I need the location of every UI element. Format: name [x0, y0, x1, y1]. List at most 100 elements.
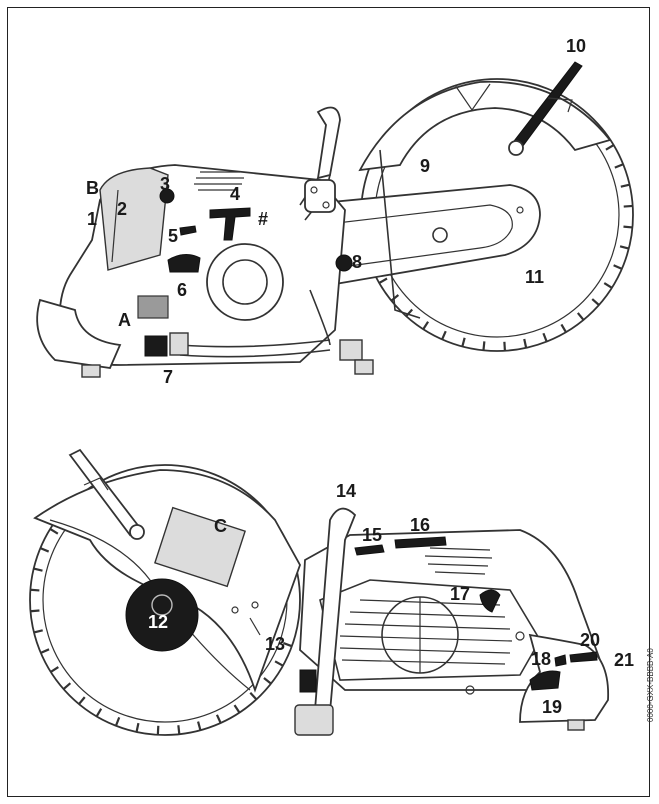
blade-tooth-notch [523, 338, 528, 349]
label-15: 15 [362, 525, 382, 545]
label-B: B [86, 178, 99, 198]
top-part-4 [209, 207, 251, 241]
bottom-guard-handle [68, 448, 145, 540]
top-starter-hub [222, 259, 268, 305]
top-arm-inner [319, 204, 513, 271]
bottom-saw-view [29, 448, 610, 736]
label-19: 19 [542, 697, 562, 717]
blade-tooth-notch [197, 721, 202, 731]
blade-tooth-notch [542, 332, 548, 343]
blade-tooth-notch [49, 528, 59, 535]
label-13: 13 [265, 634, 285, 654]
top-vents [194, 171, 244, 191]
top-lower-tube [179, 339, 331, 348]
blade-tooth-notch [62, 682, 72, 690]
blade-tooth-notch [591, 298, 600, 306]
blade-tooth-notch [274, 660, 284, 667]
bottom-part-16 [394, 536, 447, 549]
top-arm-screw [516, 206, 524, 214]
top-guard-notch [454, 83, 491, 112]
blade-tooth-notch [503, 341, 507, 351]
bottom-part-20 [569, 651, 598, 663]
top-handle-mount [304, 179, 336, 213]
top-foot [81, 364, 101, 378]
bottom-fan-grille [339, 596, 513, 674]
top-starter-cover [206, 243, 284, 321]
blade-tooth-notch [177, 725, 181, 735]
top-blade-teeth [378, 126, 633, 351]
top-labels: 10 B 3 4 2 1 # 5 9 8 6 11 A 7 [86, 36, 586, 387]
top-rear-handle [36, 298, 122, 369]
top-guard-handle [508, 61, 583, 156]
label-2: 2 [117, 199, 127, 219]
blade-tooth-notch [605, 144, 615, 151]
top-part-3 [159, 188, 175, 204]
bottom-labels: 14 16 15 C 17 13 12 20 18 21 19 [148, 481, 634, 717]
label-20: 20 [580, 630, 600, 650]
top-strut [379, 149, 421, 319]
label-9: 9 [420, 156, 430, 176]
blade-tooth-notch [114, 716, 121, 727]
blade-tooth-notch [614, 163, 624, 169]
blade-tooth-notch [623, 225, 633, 229]
bottom-vents [424, 547, 493, 575]
blade-tooth-notch [619, 245, 630, 250]
bottom-part-15 [354, 544, 385, 556]
top-front-handle [316, 106, 341, 180]
blade-tooth-notch [215, 714, 222, 724]
bottom-foot [567, 719, 585, 731]
bottom-handle-foot [294, 704, 334, 736]
label-10: 10 [566, 36, 586, 56]
bottom-front-handle [314, 507, 357, 714]
blade-tooth-notch [263, 677, 272, 685]
bottom-part-18 [554, 654, 567, 667]
blade-tooth-notch [576, 312, 585, 321]
label-A: A [118, 310, 131, 330]
blade-tooth-notch [390, 294, 400, 302]
blade-tooth-notch [33, 629, 43, 634]
blade-tooth-notch [40, 648, 50, 654]
blade-tooth-notch [378, 277, 388, 284]
bottom-part-17 [479, 589, 501, 613]
top-part-6 [167, 254, 201, 273]
bottom-part-19 [529, 670, 561, 691]
blade-tooth-notch [95, 708, 103, 717]
blade-tooth-notch [613, 264, 623, 270]
top-part-A [137, 295, 169, 319]
blade-tooth-notch [405, 308, 413, 317]
blade-tooth-notch [30, 609, 40, 613]
side-code: 0000-GXX-BBBB-A0 [646, 648, 655, 722]
label-1: 1 [87, 209, 97, 229]
blade-tooth-notch [422, 321, 430, 330]
blade-tooth-notch [283, 642, 293, 648]
bottom-part-strap [299, 669, 317, 693]
label-3: 3 [160, 174, 170, 194]
label-14: 14 [336, 481, 356, 501]
label-16: 16 [410, 515, 430, 535]
bottom-label-C [154, 506, 246, 588]
label-8: 8 [352, 252, 362, 272]
top-cutting-arm [299, 184, 541, 292]
label-5: 5 [168, 226, 178, 246]
blade-tooth-notch [441, 330, 447, 340]
blade-tooth-notch [135, 722, 140, 733]
blade-tooth-notch [233, 704, 241, 714]
top-part-7 [144, 335, 168, 357]
blade-tooth-notch [33, 567, 43, 572]
blade-tooth-notch [620, 183, 630, 188]
label-17: 17 [450, 584, 470, 604]
blade-tooth-notch [623, 204, 633, 208]
label-4: 4 [230, 184, 240, 204]
blade-tooth-notch [78, 696, 86, 705]
blade-tooth-notch [482, 341, 486, 351]
label-7: 7 [163, 367, 173, 387]
label-C: C [214, 516, 227, 536]
label-18: 18 [531, 649, 551, 669]
blade-tooth-notch [39, 547, 50, 553]
label-6: 6 [177, 280, 187, 300]
label-hash: # [258, 209, 268, 229]
blade-tooth-notch [50, 666, 59, 673]
label-21: 21 [614, 650, 634, 670]
blade-tooth-notch [461, 337, 466, 347]
